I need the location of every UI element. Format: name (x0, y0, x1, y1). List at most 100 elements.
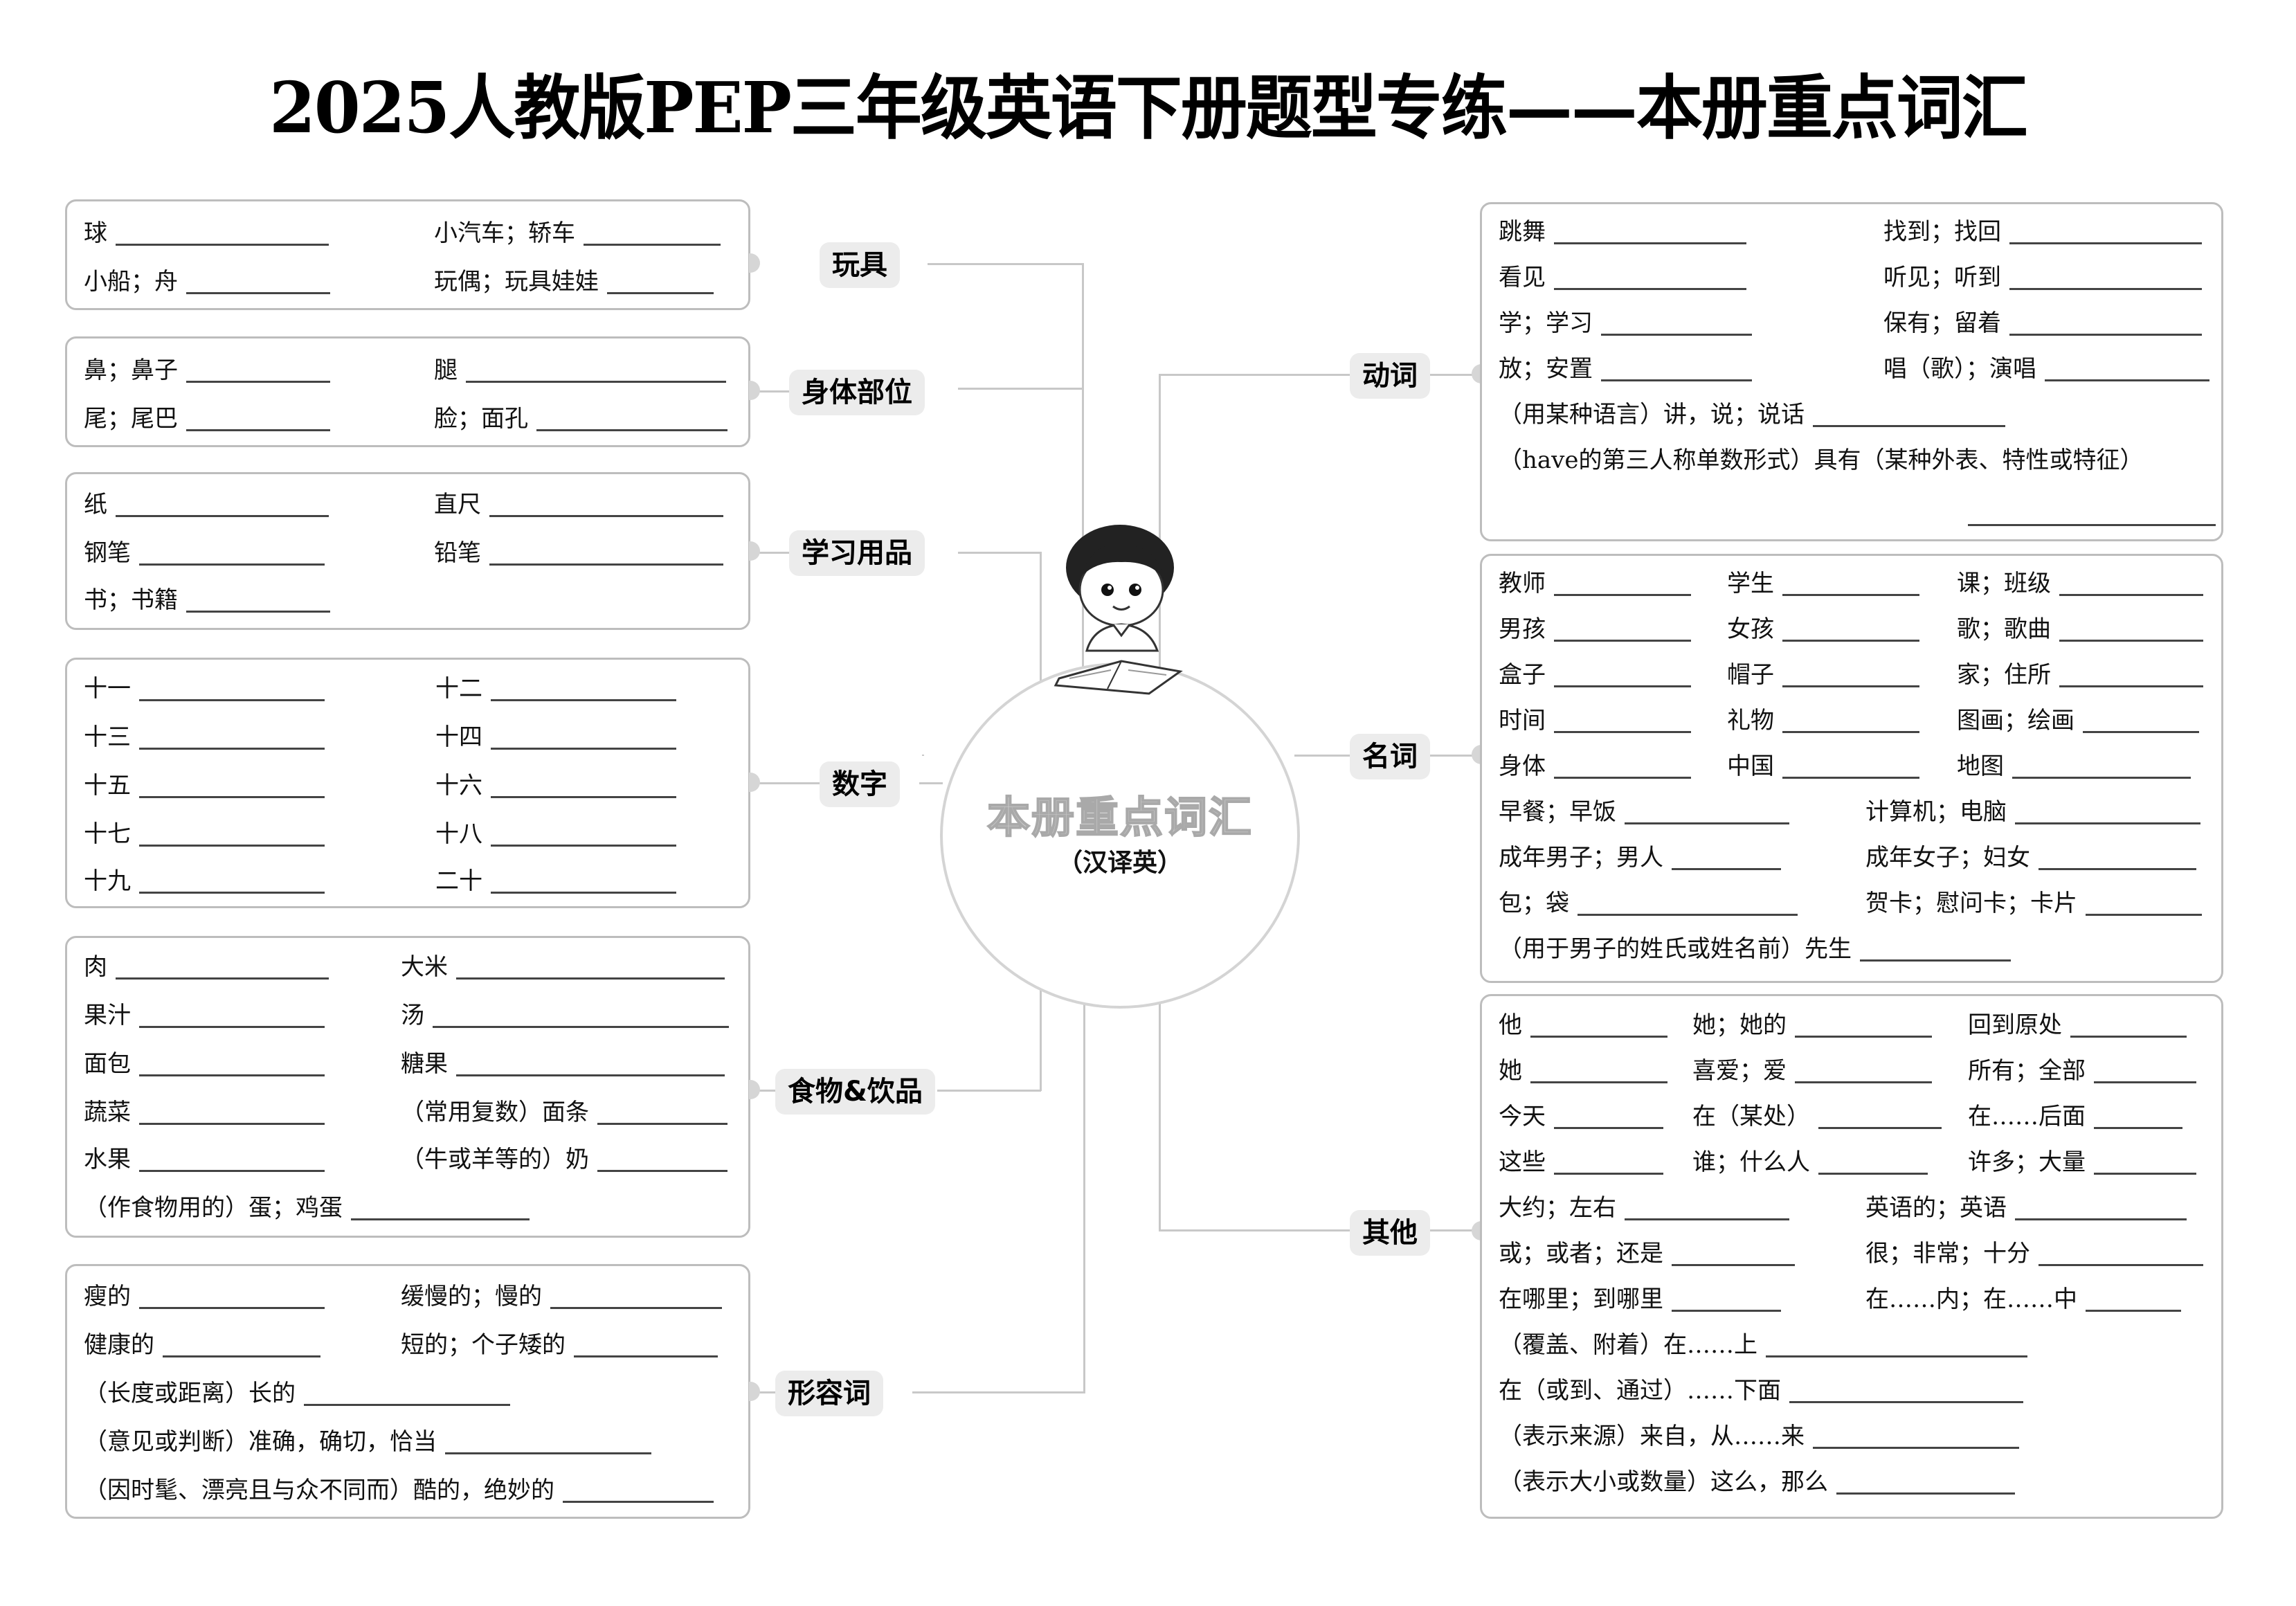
answer-blank[interactable] (1625, 1217, 1789, 1220)
answer-blank[interactable] (597, 1121, 727, 1125)
boy-reading-illustration (1054, 525, 1183, 695)
answer-blank[interactable] (1813, 424, 2005, 427)
answer-blank[interactable] (139, 843, 325, 847)
answer-blank[interactable] (491, 890, 676, 894)
answer-blank[interactable] (139, 1169, 325, 1172)
answer-blank[interactable] (1554, 241, 1746, 244)
answer-blank[interactable] (2009, 332, 2202, 336)
answer-blank[interactable] (139, 1025, 325, 1028)
answer-blank[interactable] (456, 976, 725, 980)
answer-blank[interactable] (1554, 775, 1691, 779)
answer-blank[interactable] (2070, 1034, 2187, 1038)
answer-blank[interactable] (304, 1402, 510, 1406)
answer-blank[interactable] (1860, 958, 2011, 962)
answer-blank[interactable] (536, 428, 727, 431)
answer-blank[interactable] (491, 843, 676, 847)
answer-blank[interactable] (2094, 1171, 2196, 1175)
answer-blank[interactable] (1554, 730, 1691, 733)
answer-blank[interactable] (1601, 332, 1752, 336)
answer-blank[interactable] (1554, 287, 1746, 290)
answer-blank[interactable] (2083, 730, 2199, 733)
answer-blank[interactable] (2045, 378, 2209, 381)
answer-blank[interactable] (491, 795, 676, 798)
answer-blank[interactable] (1530, 1080, 1667, 1083)
answer-blank[interactable] (445, 1451, 651, 1454)
answer-blank[interactable] (1782, 775, 1919, 779)
answer-blank[interactable] (563, 1499, 714, 1503)
answer-blank[interactable] (2059, 638, 2203, 642)
answer-blank[interactable] (1818, 1126, 1942, 1129)
answer-blank[interactable] (186, 609, 330, 613)
answer-blank[interactable] (1795, 1080, 1932, 1083)
answer-blank[interactable] (491, 746, 676, 750)
answer-blank[interactable] (2009, 241, 2202, 244)
answer-blank[interactable] (2039, 1263, 2203, 1266)
answer-blank[interactable] (351, 1217, 530, 1220)
answer-blank[interactable] (139, 698, 325, 701)
answer-blank[interactable] (1968, 523, 2216, 526)
answer-blank[interactable] (186, 291, 330, 294)
answer-blank[interactable] (1782, 730, 1919, 733)
answer-blank[interactable] (2015, 821, 2200, 824)
answer-blank[interactable] (1601, 378, 1752, 381)
answer-blank[interactable] (597, 1169, 727, 1172)
answer-blank[interactable] (186, 379, 330, 383)
answer-blank[interactable] (1672, 1308, 1781, 1312)
answer-blank[interactable] (1782, 593, 1919, 596)
answer-blank[interactable] (1625, 821, 1789, 824)
answer-blank[interactable] (2015, 1217, 2187, 1220)
page-title: 2025人教版PEP三年级英语下册题型专练——本册重点词汇 (269, 66, 2028, 150)
answer-blank[interactable] (1795, 1034, 1932, 1038)
answer-blank[interactable] (1554, 593, 1691, 596)
answer-blank[interactable] (466, 379, 726, 383)
vocab-prompt: 面包 (84, 1050, 131, 1078)
answer-blank[interactable] (2059, 593, 2203, 596)
answer-blank[interactable] (1813, 1445, 2019, 1449)
answer-blank[interactable] (1672, 1263, 1795, 1266)
answer-blank[interactable] (139, 1073, 325, 1076)
answer-blank[interactable] (1672, 867, 1781, 870)
answer-blank[interactable] (116, 976, 329, 980)
answer-blank[interactable] (1789, 1400, 2023, 1403)
answer-blank[interactable] (2094, 1126, 2182, 1129)
answer-blank[interactable] (1554, 1171, 1663, 1175)
answer-blank[interactable] (1782, 638, 1919, 642)
answer-blank[interactable] (186, 428, 330, 431)
toys-box: 球 小汽车；轿车 小船；舟 玩偶；玩具娃娃 (65, 199, 750, 310)
answer-blank[interactable] (1766, 1354, 2027, 1357)
answer-blank[interactable] (2094, 1080, 2196, 1083)
answer-blank[interactable] (2086, 1308, 2181, 1312)
answer-blank[interactable] (1836, 1491, 2015, 1495)
answer-blank[interactable] (116, 514, 329, 517)
answer-blank[interactable] (139, 1121, 325, 1125)
answer-blank[interactable] (116, 242, 329, 246)
answer-blank[interactable] (1782, 684, 1919, 687)
answer-blank[interactable] (574, 1354, 718, 1357)
answer-blank[interactable] (139, 890, 325, 894)
answer-blank[interactable] (489, 562, 723, 566)
answer-blank[interactable] (550, 1306, 722, 1309)
answer-blank[interactable] (489, 514, 723, 517)
answer-blank[interactable] (1530, 1034, 1667, 1038)
answer-blank[interactable] (1554, 684, 1691, 687)
answer-blank[interactable] (433, 1025, 729, 1028)
answer-blank[interactable] (139, 562, 325, 566)
answer-blank[interactable] (139, 1306, 325, 1309)
answer-blank[interactable] (163, 1354, 320, 1357)
answer-blank[interactable] (139, 795, 325, 798)
answer-blank[interactable] (2012, 775, 2191, 779)
answer-blank[interactable] (139, 746, 325, 750)
vocab-prompt: 铅笔 (434, 539, 481, 567)
answer-blank[interactable] (607, 291, 714, 294)
answer-blank[interactable] (2009, 287, 2202, 290)
answer-blank[interactable] (1578, 912, 1798, 916)
answer-blank[interactable] (1554, 1126, 1663, 1129)
answer-blank[interactable] (584, 242, 721, 246)
answer-blank[interactable] (2059, 684, 2203, 687)
answer-blank[interactable] (2086, 912, 2202, 916)
answer-blank[interactable] (1818, 1171, 1928, 1175)
answer-blank[interactable] (491, 698, 676, 701)
answer-blank[interactable] (2039, 867, 2196, 870)
answer-blank[interactable] (456, 1073, 725, 1076)
answer-blank[interactable] (1554, 638, 1691, 642)
